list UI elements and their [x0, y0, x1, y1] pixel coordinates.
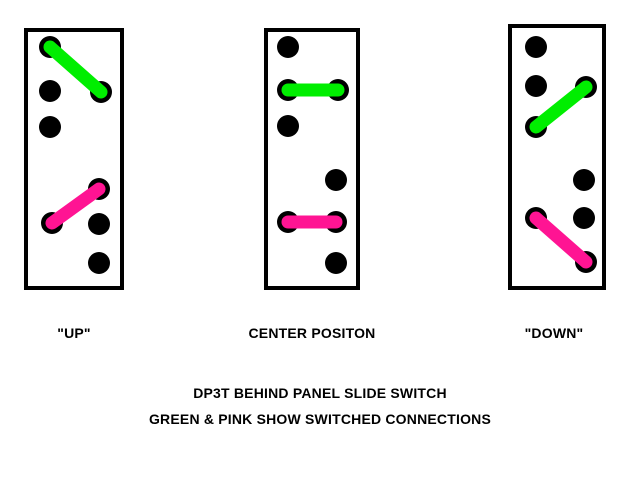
terminal-l2: [525, 75, 547, 97]
pink-connection: [45, 182, 106, 230]
panel-label-up: "UP": [57, 325, 91, 341]
caption-legend: GREEN & PINK SHOW SWITCHED CONNECTIONS: [148, 411, 492, 427]
caption-title: DP3T BEHIND PANEL SLIDE SWITCH: [193, 385, 447, 401]
terminal-r4: [573, 169, 595, 191]
terminal-r5: [573, 207, 595, 229]
terminal-r5: [88, 213, 110, 235]
green-connection: [529, 80, 593, 134]
panel-label-down: "DOWN": [524, 325, 584, 341]
terminal-r6: [325, 252, 347, 274]
terminal-l1: [525, 36, 547, 58]
switch-panel-down: [508, 24, 606, 290]
pink-connection: [529, 211, 593, 269]
terminal-l2: [39, 80, 61, 102]
switch-panel-up: [24, 28, 124, 290]
terminal-r6: [88, 252, 110, 274]
terminal-l1: [277, 36, 299, 58]
switch-body-outline: [264, 28, 360, 290]
terminal-l3: [277, 115, 299, 137]
green-connection: [43, 40, 108, 99]
switch-body-outline: [508, 24, 606, 290]
terminal-l3: [39, 116, 61, 138]
panel-label-center: CENTER POSITON: [248, 325, 376, 341]
terminal-r4: [325, 169, 347, 191]
switch-panel-center: [264, 28, 360, 290]
